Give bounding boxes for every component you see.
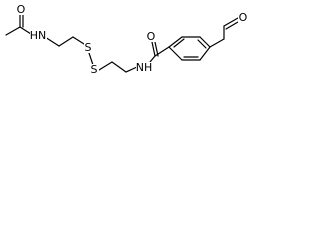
- bond: [199, 46, 211, 61]
- bonds: [5, 13, 239, 73]
- atom-label-oxygen-aldehyde: O: [239, 11, 248, 24]
- bond: [151, 41, 156, 57]
- atom-label-oxygen-acetyl: O: [17, 3, 26, 16]
- bond: [5, 26, 21, 36]
- molecule-structure: O HN S S O NH O: [5, 3, 248, 76]
- bond: [223, 17, 239, 27]
- bond: [149, 55, 156, 63]
- bond: [19, 26, 32, 35]
- bond: [173, 38, 185, 48]
- bond: [125, 66, 138, 73]
- atom-label-sulfur-upper: S: [85, 41, 92, 54]
- atom-label-nh-left: HN: [30, 29, 47, 42]
- bond: [98, 61, 113, 71]
- bond: [44, 36, 60, 47]
- bond: [197, 39, 207, 49]
- bond: [154, 41, 159, 57]
- atom-label-nh-right: NH: [136, 61, 153, 74]
- bond: [225, 21, 239, 30]
- bond: [111, 61, 127, 73]
- bond: [154, 46, 170, 57]
- bond: [199, 36, 211, 48]
- bond: [209, 38, 225, 48]
- atom-label-sulfur-lower: S: [91, 63, 98, 76]
- bond: [168, 36, 183, 48]
- atom-label-oxygen-amide: O: [147, 30, 156, 43]
- bond: [58, 36, 74, 47]
- bond: [88, 52, 94, 66]
- bond: [72, 36, 85, 45]
- atom-labels: O HN S S O NH O: [15, 3, 248, 76]
- bond: [168, 46, 183, 61]
